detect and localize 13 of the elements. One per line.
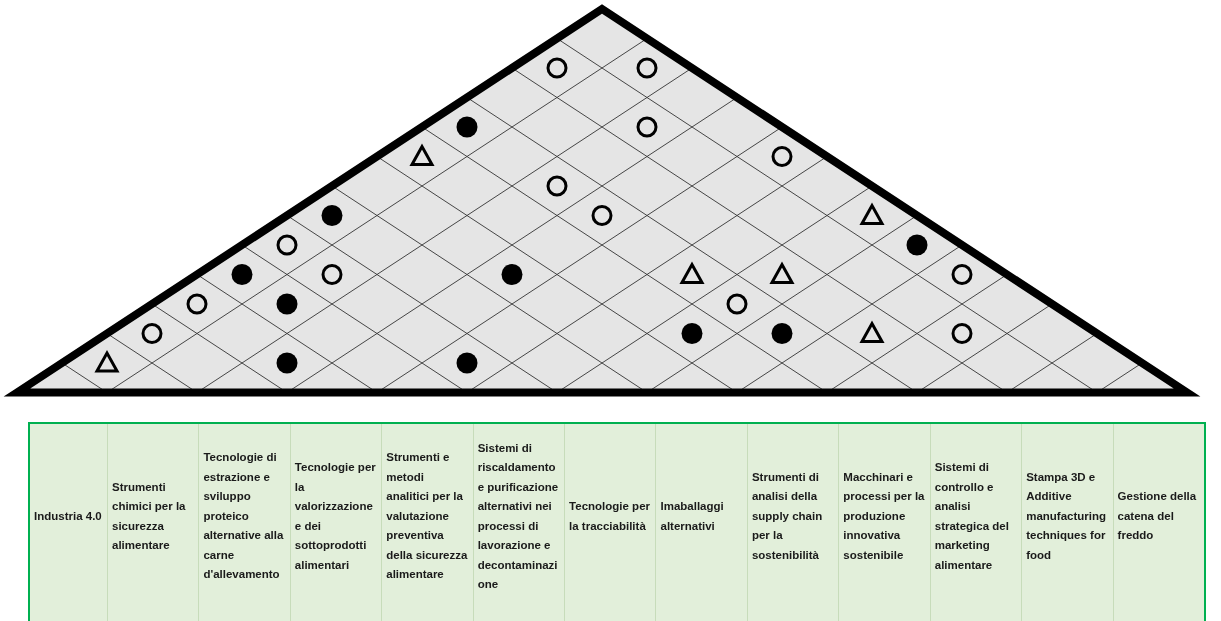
column-header: Imaballaggi alternativi <box>655 424 747 621</box>
column-header: Macchinari e processi per la produzione innovativa sostenibile <box>838 424 930 621</box>
column-header: Sistemi di riscaldamento e purificazione alternativi nei processi di lavorazione e decontaminazione <box>472 424 565 621</box>
column-header: Strumenti e metodi analitici per la valutazione preventiva della sicurezza alimentare <box>381 424 473 621</box>
column-header: Tecnologie per la tracciabilità <box>564 424 656 621</box>
column-header: Strumenti di analisi della supply chain per la sostenibilità <box>746 424 839 621</box>
column-header: Sistemi di controllo e analisi strategica del marketing alimentare <box>929 424 1022 621</box>
column-header: Tecnologie di estrazione e sviluppo proteico alternative alla carne d'allevamento <box>198 424 290 621</box>
column-header: Stampa 3D e Additive manufacturing techniques for food <box>1021 424 1113 621</box>
column-header: Strumenti chimici per la sicurezza alimentare <box>107 424 199 621</box>
column-header: Industria 4.0 <box>30 424 107 621</box>
column-header: Tecnologie per la valorizzazione e dei sottoprodotti alimentari <box>289 424 382 621</box>
column-header: Gestione della catena del freddo <box>1112 424 1204 621</box>
